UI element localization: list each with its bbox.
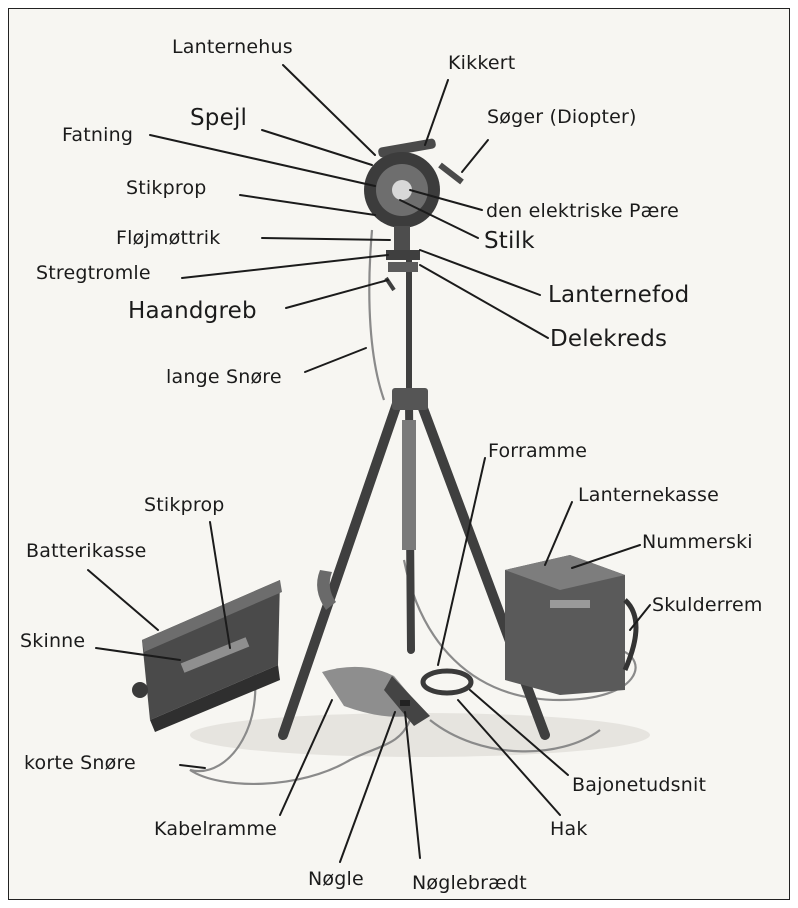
- morse-key: [400, 700, 410, 706]
- battery-knob: [132, 682, 148, 698]
- tripod-slide: [402, 420, 416, 550]
- leader-stikprop-top: [240, 195, 375, 215]
- label-flojmottrik: Fløjmøttrik: [116, 227, 220, 249]
- label-skulderrem: Skulderrem: [652, 594, 763, 616]
- label-nummerski: Nummerski: [642, 531, 753, 553]
- graduated-drum: [388, 262, 418, 272]
- label-korte-snore: korte Snøre: [24, 752, 136, 774]
- lantern-stem: [394, 226, 410, 250]
- label-delekreds: Delekreds: [550, 326, 667, 352]
- lantern-case: [505, 555, 636, 695]
- leader-lanternefod: [420, 250, 540, 295]
- label-stikprop-battery: Stikprop: [144, 494, 225, 516]
- label-hak: Hak: [550, 818, 588, 840]
- label-nogle: Nøgle: [308, 868, 364, 890]
- lantern: [364, 138, 462, 290]
- label-fatning: Fatning: [62, 124, 133, 146]
- label-stilk: Stilk: [484, 228, 535, 254]
- label-lange-snore: lange Snøre: [166, 366, 282, 388]
- leader-haandgreb: [286, 280, 388, 308]
- label-lanternekasse: Lanternekasse: [578, 484, 719, 506]
- leader-nummerski: [572, 545, 640, 568]
- label-forramme: Forramme: [488, 440, 587, 462]
- label-kikkert: Kikkert: [448, 52, 515, 74]
- label-batterikasse: Batterikasse: [26, 540, 147, 562]
- front-frame-ring: [423, 671, 471, 693]
- label-den-elektriske-paere: den elektriske Pære: [486, 200, 679, 222]
- leader-kikkert: [425, 80, 448, 145]
- lantern-foot: [386, 250, 420, 260]
- label-soger: Søger (Diopter): [487, 106, 637, 128]
- leader-korte-snore: [180, 765, 205, 768]
- label-kabelramme: Kabelramme: [154, 818, 277, 840]
- label-noglebraedt: Nøglebrædt: [412, 872, 527, 894]
- tripod-head: [392, 388, 428, 410]
- label-lanternehus: Lanternehus: [172, 36, 293, 58]
- label-bajonetudsnit: Bajonetudsnit: [572, 774, 706, 796]
- label-spejl: Spejl: [190, 105, 247, 131]
- leader-soger: [462, 140, 488, 172]
- leader-batterikasse: [88, 570, 158, 630]
- leader-lange-snore: [305, 348, 366, 372]
- leader-stregtromle: [182, 255, 388, 278]
- label-lanternefod: Lanternefod: [548, 282, 689, 308]
- number-plate: [550, 600, 590, 608]
- label-stregtromle: Stregtromle: [36, 262, 151, 284]
- label-skinne: Skinne: [20, 630, 85, 652]
- label-stikprop-top: Stikprop: [126, 177, 207, 199]
- leader-delekreds: [420, 265, 548, 338]
- label-haandgreb: Haandgreb: [128, 298, 257, 324]
- lantern-sight: [440, 165, 462, 182]
